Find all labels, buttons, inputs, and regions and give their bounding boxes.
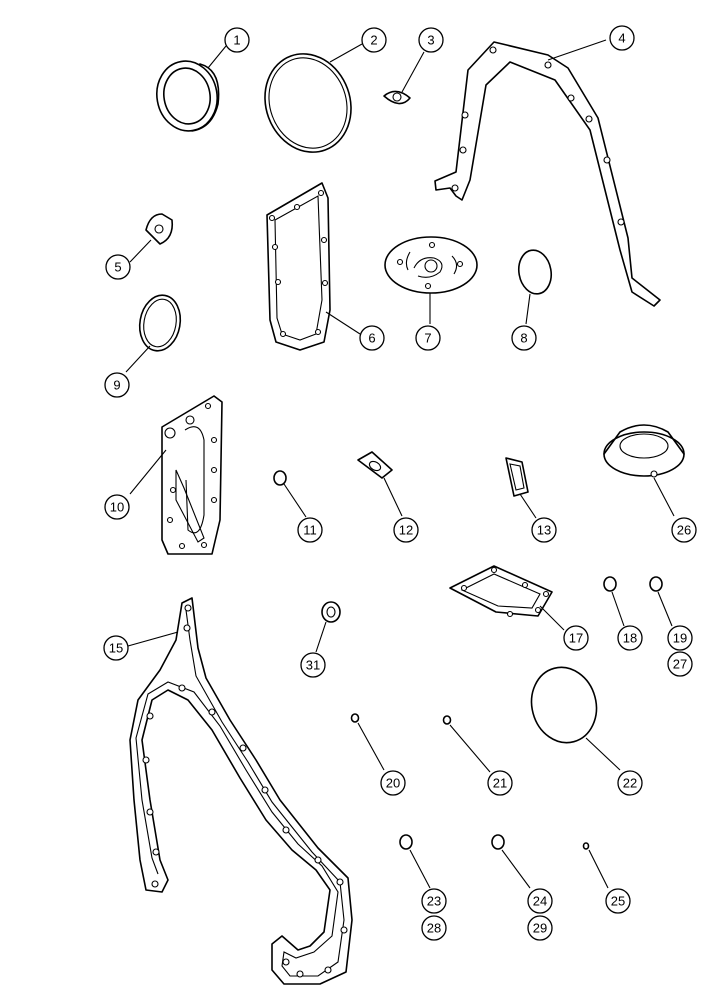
part-10-pump-gasket — [129, 395, 223, 555]
callout-label: 15 — [109, 641, 123, 656]
part-2-ring-gasket — [264, 43, 363, 153]
callout-24: 24 — [527, 888, 553, 914]
part-8-oval-gasket — [517, 249, 553, 325]
callout-label: 29 — [533, 921, 547, 936]
part-4-rear-cover-gasket — [434, 39, 661, 307]
callout-label: 1 — [233, 33, 240, 48]
part-5-flange-gasket — [129, 213, 174, 263]
callout-label: 2 — [370, 33, 377, 48]
callout-label: 20 — [386, 776, 400, 791]
callout-label: 22 — [623, 776, 637, 791]
callout-31: 31 — [300, 652, 326, 678]
callout-26: 26 — [671, 517, 697, 543]
part-12-flange-gasket — [357, 451, 403, 517]
callout-10: 10 — [104, 494, 130, 520]
callout-5: 5 — [105, 254, 131, 280]
part-21-oring — [442, 715, 491, 773]
callout-label: 13 — [537, 523, 551, 538]
callout-3: 3 — [418, 27, 444, 53]
callout-label: 18 — [623, 631, 637, 646]
callout-27: 27 — [667, 651, 693, 677]
part-18-oring — [603, 576, 625, 627]
callout-7: 7 — [415, 325, 441, 351]
callout-label: 31 — [306, 658, 320, 673]
part-13-gasket — [505, 457, 537, 519]
callout-15: 15 — [103, 635, 129, 661]
callout-23: 23 — [421, 888, 447, 914]
callout-2: 2 — [361, 27, 387, 53]
callout-18: 18 — [617, 625, 643, 651]
callout-4: 4 — [609, 25, 635, 51]
part-9-oring — [125, 294, 182, 373]
callout-label: 4 — [618, 31, 625, 46]
part-26-housing-seal — [603, 424, 685, 517]
callout-28: 28 — [421, 915, 447, 941]
callout-label: 27 — [673, 657, 687, 672]
callout-13: 13 — [531, 517, 557, 543]
callout-25: 25 — [605, 888, 631, 914]
part-22-large-oval-gasket — [530, 666, 621, 771]
callout-label: 10 — [110, 500, 124, 515]
callout-label: 12 — [399, 523, 413, 538]
part-24-oring — [491, 834, 531, 889]
callout-label: 24 — [533, 894, 547, 909]
callout-29: 29 — [527, 915, 553, 941]
callout-1: 1 — [224, 27, 250, 53]
part-19-oring — [649, 576, 673, 627]
part-7-plate-gasket — [384, 236, 478, 324]
callout-22: 22 — [617, 770, 643, 796]
callout-19: 19 — [667, 625, 693, 651]
part-15-front-cover-gasket — [127, 597, 353, 985]
callout-label: 19 — [673, 631, 687, 646]
part-1-crankshaft-seal — [156, 45, 227, 132]
callout-label: 6 — [368, 331, 375, 346]
callout-11: 11 — [297, 517, 323, 543]
part-23-oring — [399, 834, 431, 889]
callout-label: 3 — [427, 33, 434, 48]
callout-label: 28 — [427, 921, 441, 936]
part-25-oring — [582, 842, 609, 889]
callout-17: 17 — [563, 625, 589, 651]
callout-label: 9 — [113, 378, 120, 393]
callout-9: 9 — [104, 372, 130, 398]
part-6-cooler-gasket — [266, 182, 361, 351]
callout-label: 8 — [520, 331, 527, 346]
callout-label: 11 — [303, 523, 317, 538]
part-3-flange-gasket — [383, 51, 425, 105]
callout-label: 26 — [677, 523, 691, 538]
part-17-cover-gasket — [449, 565, 565, 631]
callout-label: 7 — [424, 331, 431, 346]
callout-label: 17 — [569, 631, 583, 646]
part-20-oring — [350, 713, 385, 771]
part-31-sealing-washer — [315, 601, 341, 653]
callout-8: 8 — [511, 325, 537, 351]
callout-21: 21 — [487, 770, 513, 796]
callout-label: 5 — [114, 260, 121, 275]
callout-20: 20 — [380, 770, 406, 796]
part-11-oring — [273, 470, 307, 518]
callout-12: 12 — [393, 517, 419, 543]
callout-label: 21 — [493, 776, 507, 791]
callout-label: 23 — [427, 894, 441, 909]
callout-6: 6 — [359, 325, 385, 351]
callout-label: 25 — [611, 894, 625, 909]
